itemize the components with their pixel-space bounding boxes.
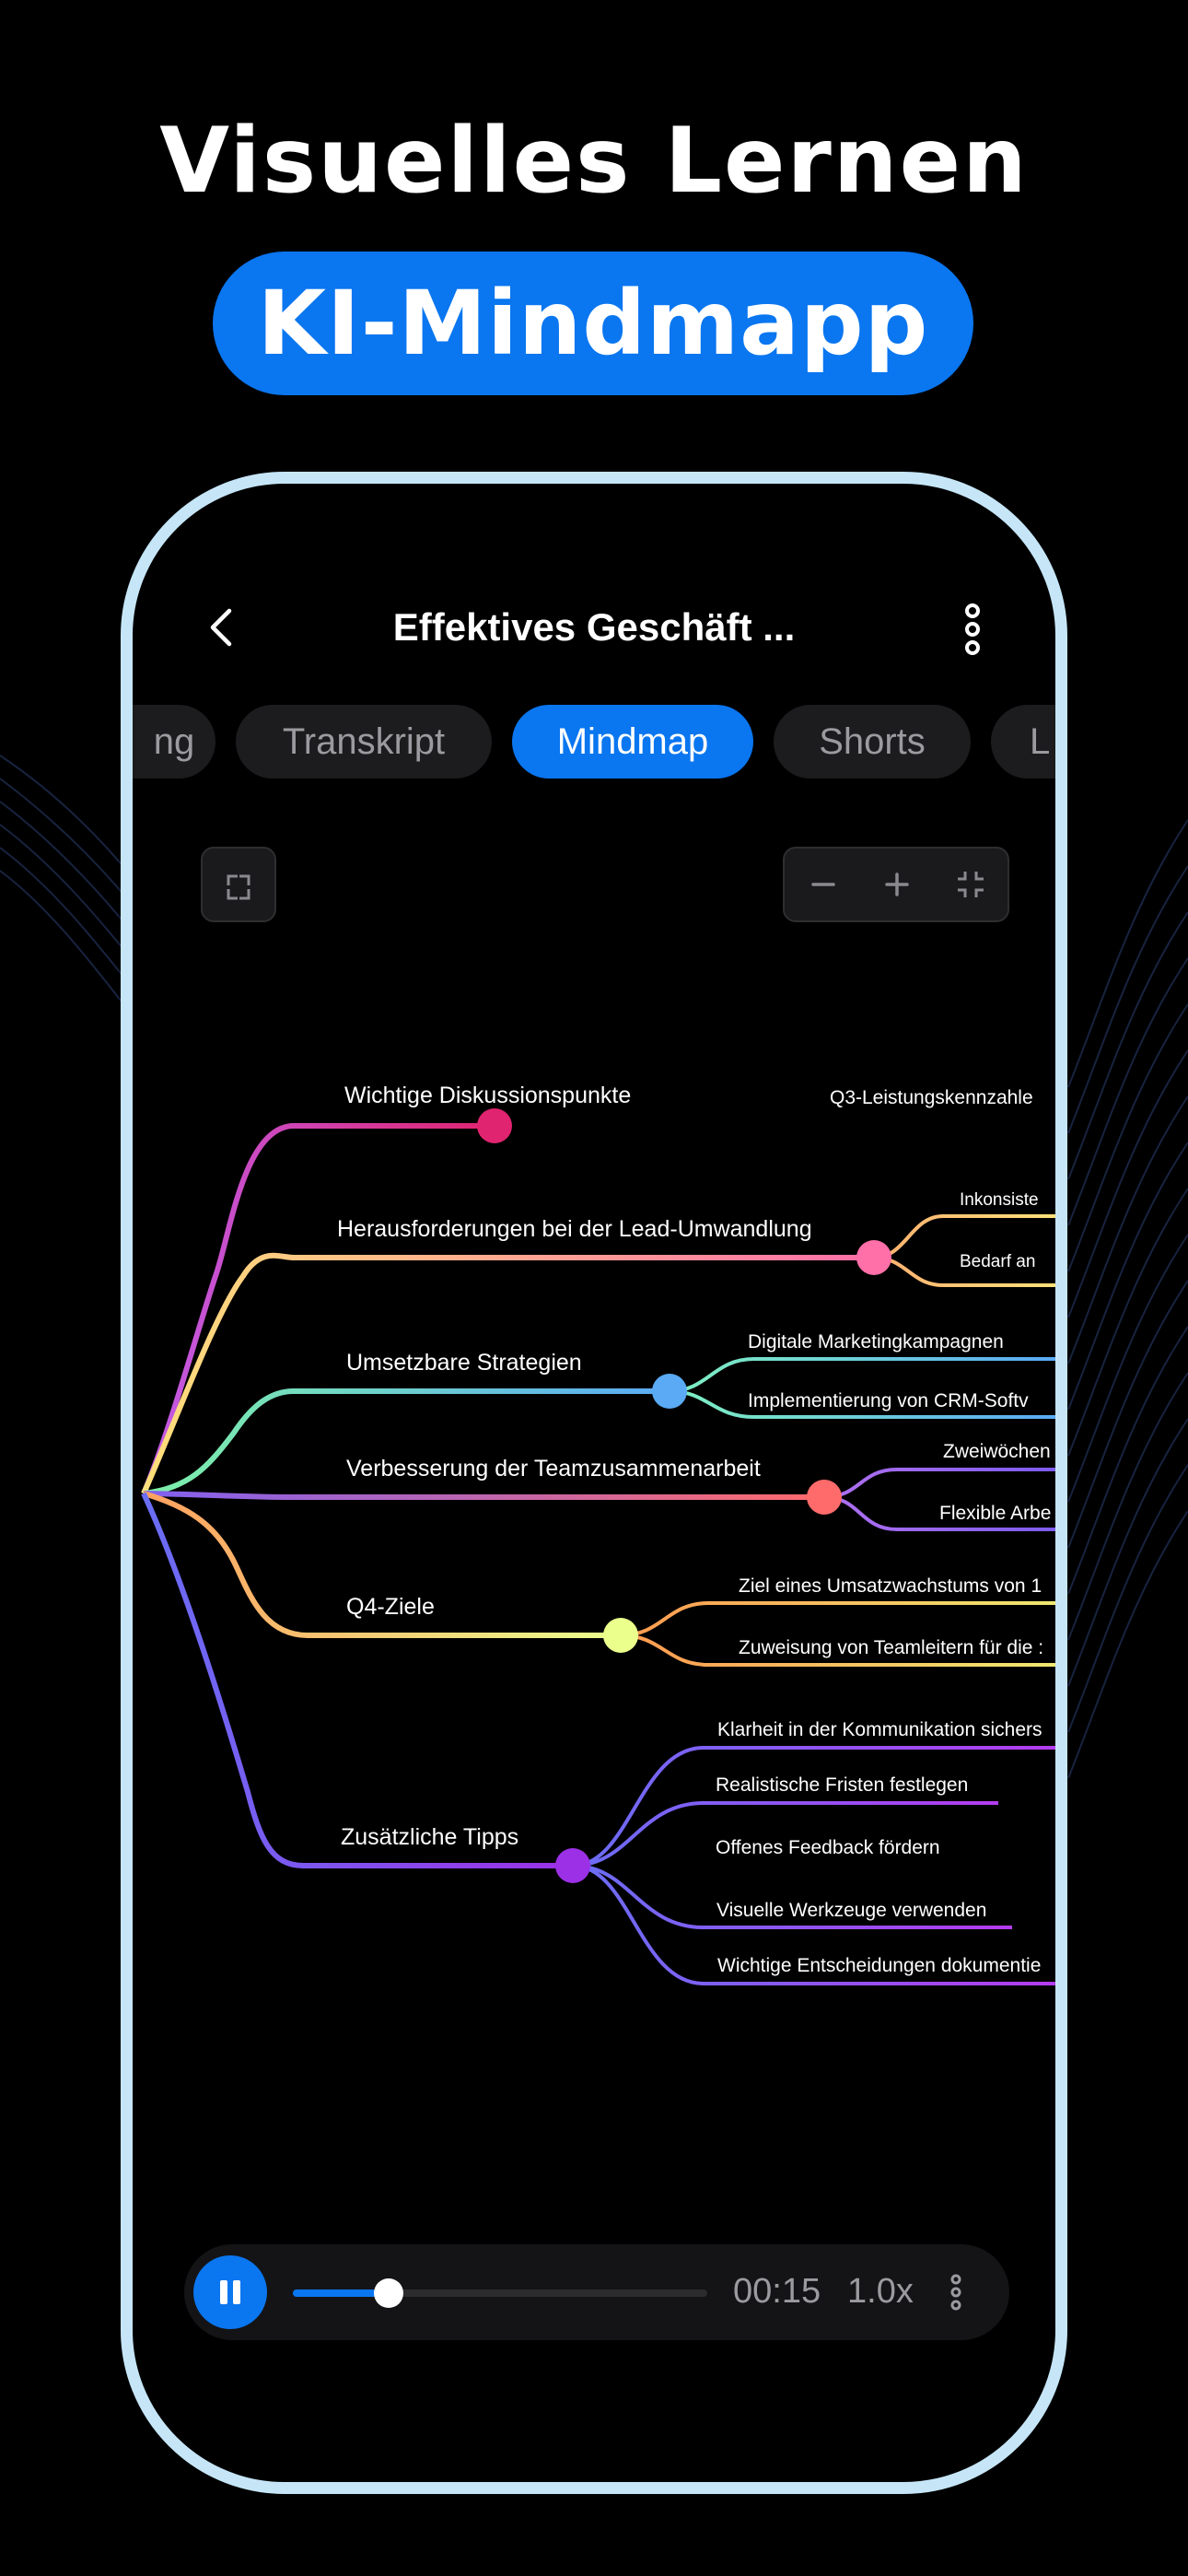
branch-node[interactable] <box>555 1848 590 1883</box>
child-label: Zuweisung von Teamleitern für die : <box>739 1637 1043 1658</box>
branch-label: Wichtige Diskussionspunkte <box>344 1083 631 1108</box>
child-label: Q3-Leistungskennzahle <box>830 1087 1033 1108</box>
chevron-left-icon <box>210 608 232 647</box>
child-label: Bedarf an <box>960 1252 1035 1271</box>
branch-label: Q4-Ziele <box>346 1594 435 1620</box>
branch-label: Verbesserung der Teamzusammenarbeit <box>346 1456 761 1481</box>
tab-label: ng <box>153 720 195 762</box>
tab-label: L <box>1030 720 1051 762</box>
fit-view-button[interactable] <box>934 849 1007 920</box>
vertical-dots-icon[interactable] <box>952 602 993 657</box>
branch-node[interactable] <box>856 1240 891 1275</box>
child-label: Offenes Feedback fördern <box>716 1837 940 1858</box>
branch-label: Herausforderungen bei der Lead-Umwandlun… <box>337 1216 812 1242</box>
phone-frame: Effektives Geschäft ... ng Transkript Mi… <box>121 472 1067 2494</box>
back-button[interactable] <box>197 603 245 651</box>
mindmap-canvas[interactable]: Wichtige Diskussionspunkte Q3-Leistungsk… <box>133 484 1055 2482</box>
tab-transkript[interactable]: Transkript <box>236 705 492 779</box>
child-label: Wichtige Entscheidungen dokumentie <box>717 1955 1041 1976</box>
progress-fill <box>293 2289 389 2297</box>
child-label: Ziel eines Umsatzwachstums von 1 <box>739 1575 1042 1597</box>
pause-icon <box>220 2280 240 2304</box>
tab-l[interactable]: L <box>991 705 1055 779</box>
child-label: Zweiwöchen <box>943 1441 1051 1462</box>
tab-ng[interactable]: ng <box>133 705 215 779</box>
minus-icon <box>811 883 835 886</box>
promo-pill: KI-Mindmapp <box>213 252 973 395</box>
branch-node[interactable] <box>603 1618 638 1653</box>
mindmap-branch[interactable]: Verbesserung der Teamzusammenarbeit Zwei… <box>143 1441 1055 1531</box>
tab-bar: ng Transkript Mindmap Shorts L <box>133 705 1055 779</box>
zoom-out-button[interactable] <box>786 849 860 920</box>
page-title: Effektives Geschäft ... <box>392 605 796 649</box>
tab-label: Shorts <box>819 720 926 762</box>
playback-speed[interactable]: 1.0x <box>847 2272 914 2311</box>
playback-time: 00:15 <box>733 2272 821 2311</box>
zoom-in-button[interactable] <box>860 849 934 920</box>
child-label: Visuelle Werkzeuge verwenden <box>716 1900 986 1921</box>
mindmap-branch[interactable]: Herausforderungen bei der Lead-Umwandlun… <box>141 1190 1055 1495</box>
tab-mindmap[interactable]: Mindmap <box>512 705 753 779</box>
progress-slider[interactable] <box>293 2278 707 2308</box>
child-label: Inkonsiste <box>960 1190 1039 1210</box>
branch-node[interactable] <box>807 1480 842 1515</box>
player-options-icon[interactable] <box>947 2274 965 2311</box>
tab-shorts[interactable]: Shorts <box>774 705 971 779</box>
progress-knob[interactable] <box>373 2278 403 2308</box>
mindmap-branch[interactable]: Zusätzliche Tipps Klarheit in der Kommun… <box>141 1492 1055 1985</box>
tab-label: Transkript <box>282 720 446 762</box>
app-screen: Effektives Geschäft ... ng Transkript Mi… <box>133 484 1055 2482</box>
pause-button[interactable] <box>193 2255 267 2329</box>
mindmap-branch[interactable]: Umsetzbare Strategien Digitale Marketing… <box>143 1331 1055 1496</box>
promo-headline: Visuelles Lernen <box>159 109 1029 214</box>
child-label: Flexible Arbe <box>939 1503 1051 1524</box>
mindmap-branch[interactable]: Q4-Ziele Ziel eines Umsatzwachstums von … <box>143 1491 1055 1667</box>
tab-label: Mindmap <box>556 720 709 762</box>
branch-node[interactable] <box>652 1374 687 1409</box>
zoom-controls <box>783 847 1009 922</box>
audio-player: 00:15 1.0x <box>184 2244 1009 2340</box>
mindmap-branch[interactable]: Wichtige Diskussionspunkte Q3-Leistungsk… <box>141 1083 1055 1495</box>
child-label: Implementierung von CRM-Softv <box>748 1390 1029 1411</box>
branch-label: Umsetzbare Strategien <box>346 1350 582 1376</box>
branch-label: Zusätzliche Tipps <box>341 1824 518 1850</box>
child-label: Digitale Marketingkampagnen <box>748 1331 1004 1352</box>
collapse-icon <box>958 872 984 897</box>
child-label: Realistische Fristen festlegen <box>716 1774 968 1796</box>
branch-node[interactable] <box>477 1108 512 1143</box>
plus-icon <box>885 872 909 896</box>
expand-icon <box>227 874 250 900</box>
child-label: Klarheit in der Kommunikation sichers <box>717 1719 1042 1740</box>
fullscreen-button[interactable] <box>201 847 276 922</box>
